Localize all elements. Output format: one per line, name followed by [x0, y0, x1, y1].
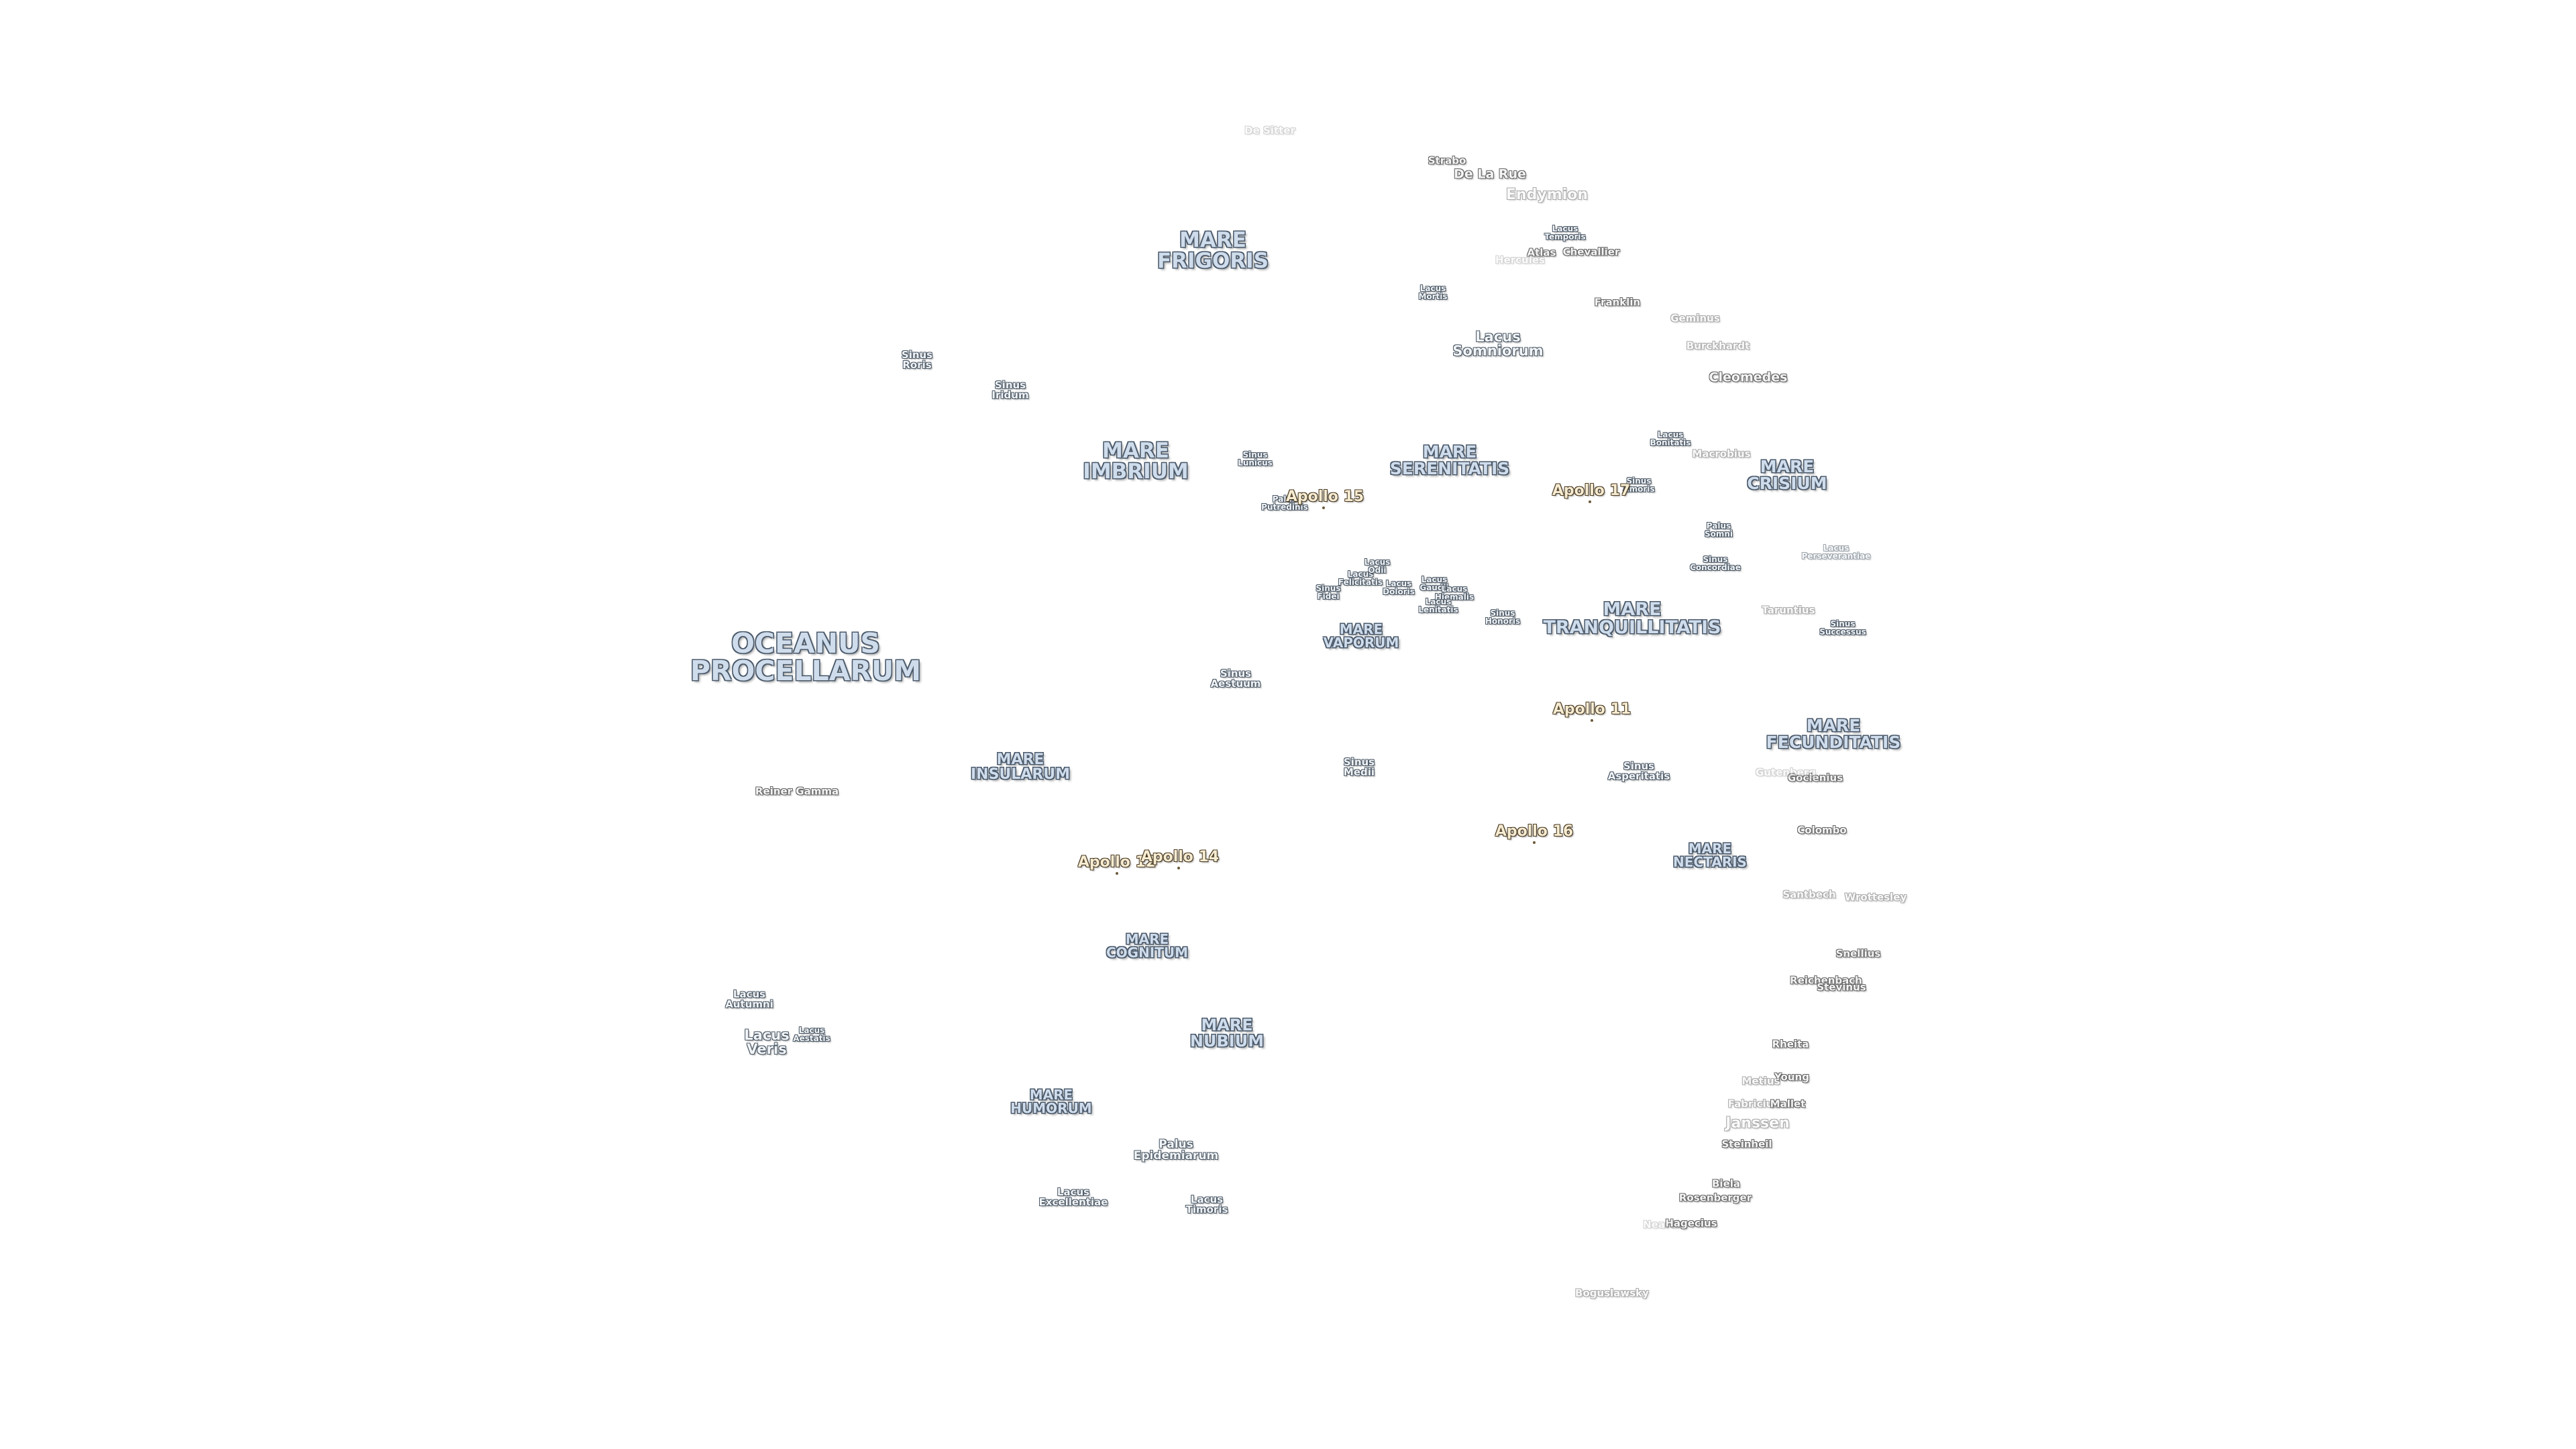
- label-fabricius: Fabricius: [1727, 1097, 1780, 1110]
- apollo-12-site-marker: [1116, 872, 1118, 875]
- label-goclenius: Goclenius: [1787, 771, 1843, 784]
- apollo-16-site-marker: [1533, 841, 1536, 844]
- label-burckhardt: Burckhardt: [1686, 339, 1750, 352]
- label-snellius: Snellius: [1835, 947, 1881, 960]
- label-steinheil: Steinheil: [1721, 1138, 1772, 1150]
- label-endymion: Endymion: [1505, 186, 1589, 203]
- label-young: Young: [1774, 1071, 1809, 1083]
- label-boguslawsky: Boguslawsky: [1575, 1287, 1649, 1299]
- label-colombo: Colombo: [1797, 824, 1847, 837]
- label-wrottesley: Wrottesley: [1844, 891, 1907, 904]
- label-atlas: Atlas: [1527, 246, 1556, 259]
- label-geminus: Geminus: [1670, 312, 1720, 325]
- label-rheita: Rheita: [1772, 1038, 1809, 1051]
- label-apollo-17: Apollo 17: [1552, 482, 1631, 499]
- label-metius: Metius: [1741, 1075, 1780, 1087]
- label-apollo-14: Apollo 14: [1140, 849, 1220, 865]
- label-reichenbach: Reichenbach: [1790, 974, 1862, 987]
- label-franklin: Franklin: [1594, 296, 1641, 309]
- label-hercules: Hercules: [1495, 254, 1545, 266]
- label-reiner-gamma: Reiner Gamma: [755, 785, 839, 798]
- label-de-la-rue: De La Rue: [1454, 166, 1526, 182]
- apollo-17-site-marker: [1589, 500, 1591, 503]
- apollo-14-site-marker: [1177, 867, 1180, 869]
- label-stevinus: Stevinus: [1817, 981, 1866, 994]
- label-macrobius: Macrobius: [1692, 447, 1751, 460]
- label-strabo: Strabo: [1428, 154, 1466, 167]
- label-apollo-16: Apollo 16: [1495, 823, 1574, 840]
- label-rosenberger: Rosenberger: [1678, 1191, 1752, 1204]
- label-biela: Biela: [1711, 1177, 1741, 1190]
- label-nearch: Nearch: [1643, 1218, 1683, 1231]
- label-apollo-15: Apollo 15: [1285, 488, 1364, 505]
- label-gutenberg: Gutenberg: [1755, 766, 1817, 779]
- label-taruntius: Taruntius: [1762, 604, 1815, 616]
- label-mallet: Mallet: [1770, 1097, 1806, 1110]
- label-janssen: Janssen: [1725, 1115, 1790, 1132]
- label-chevallier: Chevallier: [1562, 246, 1620, 258]
- apollo-11-site-marker: [1591, 719, 1593, 722]
- label-cleomedes: Cleomedes: [1709, 370, 1788, 385]
- apollo-15-site-marker: [1322, 506, 1325, 509]
- label-hagecius: Hagecius: [1665, 1217, 1717, 1230]
- label-apollo-12: Apollo 12: [1077, 854, 1157, 871]
- label-de-sitter: De Sitter: [1244, 124, 1295, 137]
- label-santbech: Santbech: [1782, 888, 1836, 901]
- label-apollo-11: Apollo 11: [1552, 701, 1631, 718]
